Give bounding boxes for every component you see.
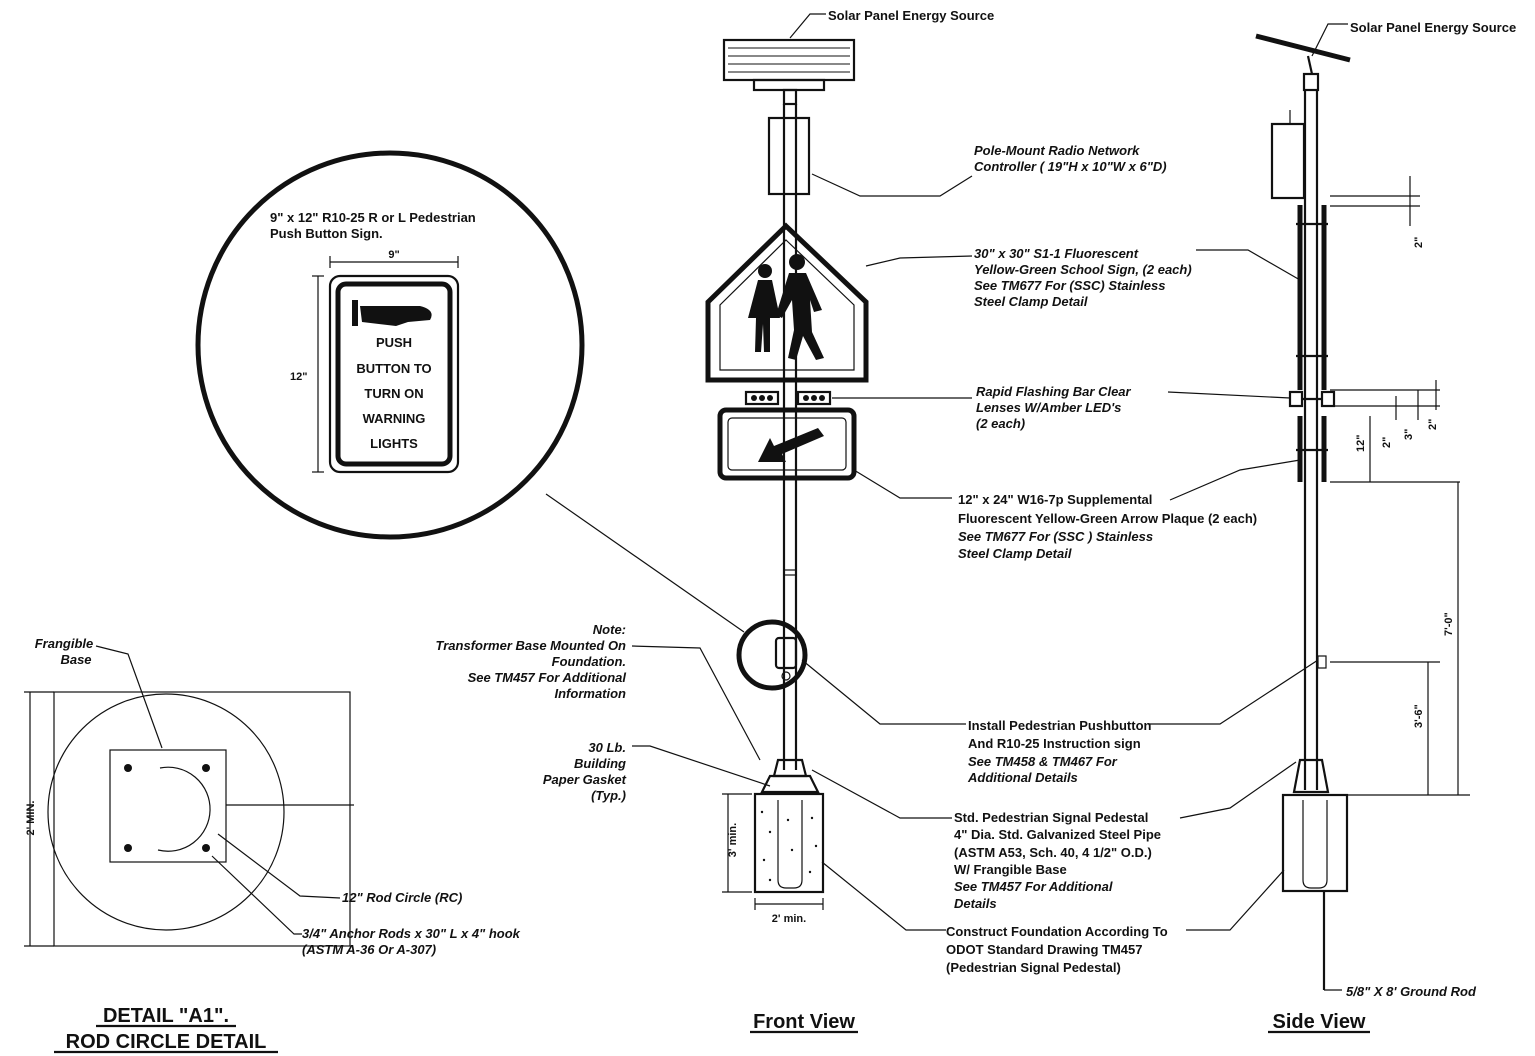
svg-text:Std. Pedestrian Signal Pedesta: Std. Pedestrian Signal Pedestal <box>954 810 1148 825</box>
svg-text:Lenses W/Amber LED's: Lenses W/Amber LED's <box>976 400 1121 415</box>
svg-text:ODOT Standard Drawing TM457: ODOT Standard Drawing TM457 <box>946 942 1142 957</box>
svg-text:LIGHTS: LIGHTS <box>370 436 418 451</box>
gasket-label: 30 Lb. Building Paper Gasket (Typ.) <box>543 740 627 803</box>
svg-text:See TM458 & TM467 For: See TM458 & TM467 For <box>968 754 1118 769</box>
svg-text:3/4" Anchor Rods x 30" L x 4": 3/4" Anchor Rods x 30" L x 4" hook <box>302 926 521 941</box>
svg-text:Details: Details <box>954 896 997 911</box>
dim-2min: 2' min. <box>772 913 806 925</box>
svg-text:Steel Clamp Detail: Steel Clamp Detail <box>958 546 1072 561</box>
svg-text:Additional Details: Additional Details <box>967 770 1078 785</box>
frangible-base-label: Frangible Base <box>35 636 94 667</box>
school-sign-label: 30" x 30" S1-1 Fluorescent Yellow-Green … <box>974 246 1192 309</box>
svg-text:Building: Building <box>574 756 626 771</box>
push-sign-text: PUSH BUTTON TO TURN ON WARNING LIGHTS <box>356 335 431 451</box>
pushbutton-label: Install Pedestrian Pushbutton And R10-25… <box>967 718 1152 785</box>
controller-label: Pole-Mount Radio Network Controller ( 19… <box>974 143 1167 174</box>
solar-cells <box>728 47 850 73</box>
side-view-title: Side View <box>1272 1011 1365 1033</box>
svg-text:30 Lb.: 30 Lb. <box>588 740 626 755</box>
dim-2in-top: 2" <box>1413 237 1425 248</box>
svg-text:Yellow-Green School Sign, (2: Yellow-Green School Sign, (2 each) <box>974 262 1192 277</box>
arrow-icon <box>758 428 824 462</box>
push-sign-title: 9" x 12" R10-25 R or L Pedestrian Push B… <box>270 210 476 241</box>
svg-text:Information: Information <box>555 686 627 701</box>
note-label: Note: Transformer Base Mounted On Founda… <box>436 622 627 701</box>
svg-text:Base: Base <box>60 652 91 667</box>
svg-text:(Pedestrian Signal Pedestal): (Pedestrian Signal Pedestal) <box>946 960 1121 975</box>
leader-lines <box>545 13 1348 991</box>
dim-3ft6: 3'-6" <box>1413 704 1425 728</box>
pointing-hand-icon <box>352 300 432 326</box>
svg-text:BUTTON TO: BUTTON TO <box>356 361 431 376</box>
solar-label-side: Solar Panel Energy Source <box>1350 20 1516 35</box>
svg-text:Note:: Note: <box>593 622 626 637</box>
svg-text:TURN ON: TURN ON <box>364 386 423 401</box>
svg-text:Transformer Base Mounted On: Transformer Base Mounted On <box>436 638 627 653</box>
svg-text:Steel Clamp Detail: Steel Clamp Detail <box>974 294 1088 309</box>
svg-text:4" Dia. Std. Galvanized Steel: 4" Dia. Std. Galvanized Steel Pipe <box>954 827 1161 842</box>
svg-text:Foundation.: Foundation. <box>552 654 626 669</box>
pedestal-label: Std. Pedestrian Signal Pedestal 4" Dia. … <box>954 810 1161 911</box>
svg-text:(2 each): (2 each) <box>976 416 1025 431</box>
flashing-bar-label: Rapid Flashing Bar Clear Lenses W/Amber … <box>976 384 1132 431</box>
anchor-rods-label: 3/4" Anchor Rods x 30" L x 4" hook (ASTM… <box>302 926 521 957</box>
concrete-stipple <box>760 810 818 882</box>
svg-text:Rapid Flashing Bar Clear: Rapid Flashing Bar Clear <box>976 384 1132 399</box>
svg-text:30" x 30" S1-1 Fluorescent: 30" x 30" S1-1 Fluorescent <box>974 246 1139 261</box>
svg-text:See TM457 For Additional: See TM457 For Additional <box>468 670 627 685</box>
svg-text:Construct Foundation According: Construct Foundation According To <box>946 924 1168 939</box>
push-sign-height: 12" <box>290 371 307 383</box>
dim-3in: 3" <box>1403 429 1415 440</box>
svg-text:(ASTM A53, Sch. 40, 4 1/2" O.D: (ASTM A53, Sch. 40, 4 1/2" O.D.) <box>954 845 1152 860</box>
foundation-label: Construct Foundation According To ODOT S… <box>946 924 1168 975</box>
dim-3min: 3' min. <box>727 823 739 857</box>
svg-text:See TM677 For (SSC) Stainless: See TM677 For (SSC) Stainless <box>974 278 1165 293</box>
dim-2in-a: 2" <box>1381 437 1393 448</box>
svg-text:See TM677 For (SSC ) Stainless: See TM677 For (SSC ) Stainless <box>958 529 1153 544</box>
svg-text:PUSH: PUSH <box>376 335 412 350</box>
front-dimensions: 3' min. 2' min. <box>722 793 824 925</box>
rod-circle-detail: 2' MIN. <box>24 645 354 947</box>
solar-label-front: Solar Panel Energy Source <box>828 8 994 23</box>
side-dimensions: 2" 12" 2" 3" 2" 7'-0" 3'-6" <box>1330 176 1470 796</box>
svg-text:Pole-Mount Radio Network: Pole-Mount Radio Network <box>974 143 1140 158</box>
ground-rod-label: 5/8" X 8' Ground Rod <box>1346 984 1477 999</box>
svg-text:And R10-25 Instruction sign: And R10-25 Instruction sign <box>968 736 1141 751</box>
dim-2in-b: 2" <box>1427 419 1439 430</box>
svg-text:12" x 24" W16-7p Supplemental: 12" x 24" W16-7p Supplemental <box>958 492 1152 507</box>
svg-text:(ASTM A-36 Or A-307): (ASTM A-36 Or A-307) <box>302 942 436 957</box>
svg-text:Fluorescent Yellow-Green Arrow: Fluorescent Yellow-Green Arrow Plaque (2… <box>958 511 1257 526</box>
svg-text:(Typ.): (Typ.) <box>591 788 626 803</box>
svg-text:Frangible: Frangible <box>35 636 94 651</box>
svg-text:Controller ( 19"H x 10"W x 6"D: Controller ( 19"H x 10"W x 6"D) <box>974 159 1167 174</box>
svg-text:ROD CIRCLE DETAIL: ROD CIRCLE DETAIL <box>66 1031 267 1053</box>
push-button-sign-detail <box>195 150 585 540</box>
svg-text:Install Pedestrian Pushbutton: Install Pedestrian Pushbutton <box>968 718 1152 733</box>
school-children-icon <box>748 254 824 360</box>
rod-circle-label: 12" Rod Circle (RC) <box>342 890 462 905</box>
svg-text:See TM457 For Additional: See TM457 For Additional <box>954 879 1113 894</box>
dim-12in: 12" <box>1355 435 1367 452</box>
side-view-pole-assembly <box>1255 33 1351 990</box>
svg-text:9" x 12" R10-25 R or L Pedestr: 9" x 12" R10-25 R or L Pedestrian <box>270 210 476 225</box>
push-sign-width: 9" <box>388 249 399 261</box>
dim-7ft: 7'-0" <box>1443 612 1455 636</box>
front-view-pole-assembly <box>705 38 869 894</box>
detail-title: DETAIL "A1". ROD CIRCLE DETAIL <box>54 1005 278 1054</box>
svg-text:Push Button Sign.: Push Button Sign. <box>270 226 383 241</box>
svg-text:DETAIL "A1".: DETAIL "A1". <box>103 1005 229 1027</box>
front-view-title: Front View <box>753 1011 855 1033</box>
arrow-plaque-label: 12" x 24" W16-7p Supplemental Fluorescen… <box>958 492 1257 561</box>
dim-2min-vertical: 2' MIN. <box>25 800 37 835</box>
svg-text:W/ Frangible Base: W/ Frangible Base <box>954 862 1067 877</box>
svg-text:Paper Gasket: Paper Gasket <box>543 772 627 787</box>
svg-text:WARNING: WARNING <box>363 411 426 426</box>
